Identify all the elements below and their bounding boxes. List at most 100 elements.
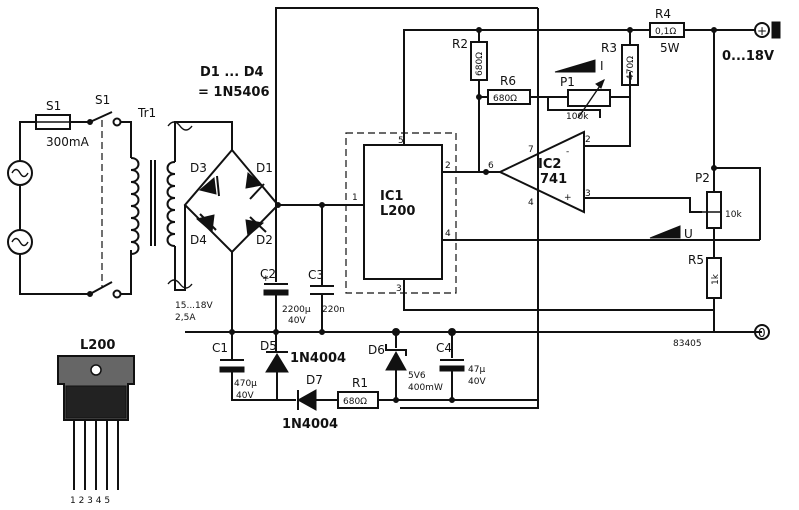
ic1-pin1: 1 <box>352 193 358 203</box>
ic1-pin4: 4 <box>445 229 451 239</box>
secondary-ac-mark-top <box>167 121 193 131</box>
diode-d1 <box>245 172 265 200</box>
switch-s1 <box>87 111 122 299</box>
capacitor-c1 <box>219 332 278 401</box>
resistor-r2: 680Ω <box>470 41 488 81</box>
output-plug-icon <box>771 21 781 39</box>
ic2-pin3-wire <box>584 197 702 213</box>
capacitor-c1-label: C1 <box>212 341 228 355</box>
capacitor-c2-value: 2200μ <box>282 305 311 315</box>
reference-code: 83405 <box>673 339 702 349</box>
wire-ic2-supply <box>400 8 539 409</box>
tr-secondary-current: 2,5A <box>175 313 196 323</box>
diode-d1-label: D1 <box>256 161 273 175</box>
switch-s1-label: S1 <box>95 93 110 107</box>
resistor-r5-value: 1k <box>711 273 721 285</box>
diode-d2-label: D2 <box>256 233 273 247</box>
capacitor-c4-value: 47μ <box>468 365 485 375</box>
capacitor-c4-label: C4 <box>436 341 452 355</box>
ic1-pin2: 2 <box>445 161 451 171</box>
resistor-r4-value: 0,1Ω <box>655 27 676 37</box>
secondary-ac-mark-bottom <box>167 279 193 289</box>
voltage-symbol: U <box>684 227 693 241</box>
l200-package-icon <box>57 355 135 490</box>
capacitor-c1-voltage: 40V <box>236 391 254 401</box>
ic1-part: L200 <box>380 204 415 219</box>
capacitor-c4-voltage: 40V <box>468 377 486 387</box>
terminal-zero-label: 0 <box>758 326 766 340</box>
ic1-label: IC1 <box>380 189 403 204</box>
current-symbol: I <box>600 59 604 73</box>
ic2-pin7: 7 <box>528 145 534 155</box>
diode-d5-part: 1N4004 <box>290 351 346 366</box>
diode-d4 <box>195 213 217 233</box>
resistor-r4-power: 5W <box>660 41 680 55</box>
resistor-r2-label: R2 <box>452 37 468 51</box>
diode-d2 <box>245 216 267 237</box>
capacitor-c3-value: 220n <box>322 305 345 315</box>
potentiometer-p2 <box>702 191 722 229</box>
svg-text:+: + <box>262 274 270 284</box>
transformer-tr1 <box>130 157 176 256</box>
capacitor-c2-label: C2 <box>260 267 276 281</box>
transformer-label: Tr1 <box>137 106 156 120</box>
terminal-plus-label: + <box>757 24 767 38</box>
potentiometer-p1 <box>554 59 611 119</box>
ic1-pin3: 3 <box>396 284 402 294</box>
capacitor-c4 <box>439 332 465 400</box>
ic1-pin3-wire <box>403 279 715 311</box>
potentiometer-p1-value: 100k <box>566 112 589 122</box>
wire-switch-tr-bottom <box>121 250 132 295</box>
ic1-pin5: 5 <box>398 136 404 146</box>
zener-d6-label: D6 <box>368 343 385 357</box>
svg-text:+: + <box>564 193 572 203</box>
output-voltage-range: 0...18V <box>722 49 774 64</box>
ic2-pin3: 3 <box>585 189 591 199</box>
diode-d7 <box>296 389 317 411</box>
bridge-heading: D1 ... D4 <box>200 65 264 80</box>
terminal-plus <box>754 22 770 38</box>
diode-d5 <box>265 332 289 400</box>
ac-source-bottom <box>7 229 33 255</box>
resistor-r3: 470Ω <box>621 44 639 86</box>
voltage-arrow-icon <box>649 225 681 239</box>
resistor-r1-value: 680Ω <box>343 397 367 407</box>
resistor-r6-value: 680Ω <box>493 94 517 104</box>
package-title: L200 <box>80 338 115 353</box>
mains-wire-bottom <box>19 254 90 295</box>
resistor-r4-label: R4 <box>655 7 671 21</box>
capacitor-c3 <box>310 205 334 332</box>
ic1-outline <box>345 132 457 294</box>
wire-tr-secondary-top <box>174 121 233 162</box>
p1-wiper-wire <box>547 97 601 118</box>
svg-text:470Ω: 470Ω <box>626 56 636 80</box>
capacitor-c2-voltage: 40V <box>288 316 306 326</box>
capacitor-c2: + <box>262 205 289 332</box>
tr-secondary-voltage: 15...18V <box>175 301 213 311</box>
fuse-s1 <box>35 114 71 130</box>
capacitor-c1-value: 470μ <box>234 379 257 389</box>
ic1-pin5-wire <box>403 29 474 145</box>
fuse-s1-value: 300mA <box>46 135 90 149</box>
terminal-zero <box>754 324 770 340</box>
wire-top-rail <box>275 7 538 205</box>
svg-text:-: - <box>566 147 569 157</box>
zener-d6-power: 400mW <box>408 383 443 393</box>
mains-wire-top <box>19 121 36 161</box>
wire-voltage-sense <box>714 167 761 240</box>
potentiometer-p2-label: P2 <box>695 171 710 185</box>
resistor-r6-label: R6 <box>500 74 516 88</box>
ic2-pin6: 6 <box>488 161 494 171</box>
ic2-pin4: 4 <box>528 198 534 208</box>
potentiometer-p1-label: P1 <box>560 75 575 89</box>
svg-text:680Ω: 680Ω <box>475 52 485 76</box>
potentiometer-p2-value: 10k <box>725 210 742 220</box>
ic2-part: 741 <box>540 172 567 187</box>
diode-d7-label: D7 <box>306 373 323 387</box>
opamp-ic2: - + <box>497 130 585 214</box>
bridge-part: = 1N5406 <box>198 85 270 100</box>
wire-tr-secondary-bottom <box>174 205 186 291</box>
fuse-s1-label: S1 <box>46 99 61 113</box>
package-pin-numbers: 1 2 3 4 5 <box>70 496 110 506</box>
